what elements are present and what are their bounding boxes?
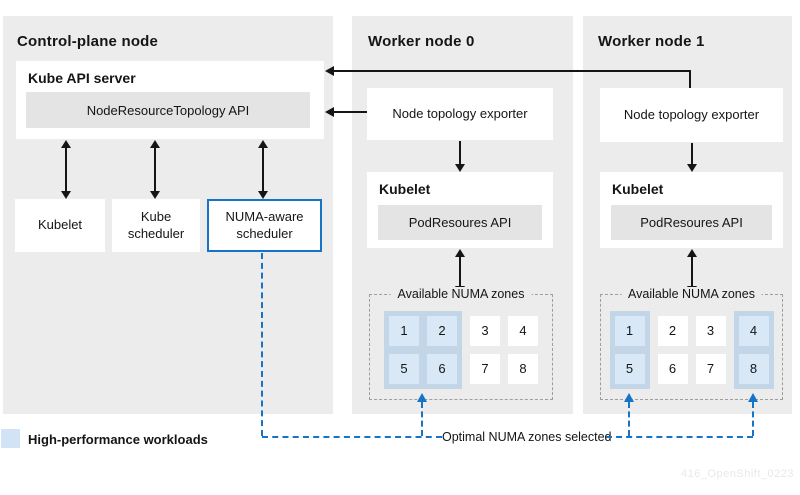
arrowhead-left-icon	[325, 107, 334, 117]
watermark-text: 416_OpenShift_0223	[681, 468, 794, 480]
dashed-line	[421, 402, 423, 436]
node-resource-topology-api-box: NodeResourceTopology API	[26, 92, 310, 128]
connector-line	[689, 71, 691, 88]
dashed-line	[628, 402, 630, 436]
worker0-podresources-label: PodResoures API	[408, 215, 512, 230]
worker1-selected-zone-group-left: 1 5	[609, 310, 650, 389]
kube-scheduler-box: Kube scheduler	[112, 199, 200, 252]
legend-swatch	[1, 429, 20, 448]
worker1-podresources-label: PodResoures API	[640, 215, 743, 230]
worker0-kubelet-box: Kubelet PodResoures API	[367, 172, 553, 248]
control-kubelet-box: Kubelet	[15, 199, 105, 252]
numa-aware-scheduler-box: NUMA-aware scheduler	[207, 199, 322, 252]
worker0-exporter-label: Node topology exporter	[392, 105, 528, 121]
numa-zone-cell: 3	[695, 315, 726, 346]
numa-zone-cell: 7	[695, 353, 726, 384]
arrowhead-left-icon	[325, 66, 334, 76]
arrowhead-up-icon	[417, 393, 427, 402]
worker0-title: Worker node 0	[368, 33, 475, 50]
control-plane-title: Control-plane node	[17, 33, 159, 50]
legend-label: High-performance workloads	[28, 432, 208, 447]
worker0-numa-zones-title: Available NUMA zones	[390, 287, 532, 301]
numa-zone-cell: 8	[508, 353, 538, 384]
arrow-shaft	[65, 147, 67, 192]
worker0-numa-zones-box: Available NUMA zones 1 2 5 6 3 4 7 8	[369, 287, 553, 400]
numa-zone-cell: 4	[508, 315, 538, 346]
arrowhead-up-icon	[624, 393, 634, 402]
numa-zone-cell: 1	[389, 315, 419, 346]
worker1-exporter-box: Node topology exporter	[600, 88, 783, 142]
arrowhead-up-icon	[748, 393, 758, 402]
arrow-apiserver-kubelet	[61, 140, 71, 199]
connector-line	[334, 70, 691, 72]
numa-zone-cell: 3	[470, 315, 500, 346]
kube-api-server-heading: Kube API server	[28, 70, 136, 86]
worker1-numa-zones-title: Available NUMA zones	[621, 287, 762, 301]
numa-zone-cell: 2	[657, 315, 688, 346]
numa-zone-cell: 5	[614, 353, 645, 384]
arrow-shaft	[154, 147, 156, 192]
dashed-line	[262, 436, 442, 438]
worker0-numa-zones-grid: 1 2 5 6 3 4 7 8	[370, 295, 552, 399]
arrow-shaft	[691, 256, 693, 287]
worker1-selected-zone-group-right: 4 8	[733, 310, 774, 389]
numa-zone-cell: 2	[427, 315, 457, 346]
arrow-apiserver-scheduler	[150, 140, 160, 199]
numa-zone-cell: 8	[738, 353, 769, 384]
arrow-shaft	[459, 256, 461, 287]
arrow-shaft	[459, 141, 461, 165]
numa-zone-cell: 7	[470, 353, 500, 384]
worker0-exporter-box: Node topology exporter	[367, 88, 553, 140]
worker1-numa-zones-box: Available NUMA zones 1 5 2 3 6 7 4 8	[600, 287, 783, 400]
numa-zone-cell: 5	[389, 353, 419, 384]
worker0-selected-zone-group: 1 2 5 6	[384, 310, 462, 389]
optimal-zones-label: Optimal NUMA zones selected	[442, 430, 612, 444]
arrow-worker0-exporter-kubelet	[455, 141, 465, 172]
numa-zone-cell: 1	[614, 315, 645, 346]
dashed-line	[261, 253, 263, 436]
numa-zone-cell: 4	[738, 315, 769, 346]
dashed-line	[752, 402, 754, 436]
numa-aware-scheduler-label: NUMA-aware scheduler	[225, 209, 304, 241]
arrow-apiserver-numa-scheduler	[258, 140, 268, 199]
control-kubelet-label: Kubelet	[37, 217, 83, 233]
worker1-kubelet-box: Kubelet PodResoures API	[600, 172, 783, 248]
worker1-exporter-label: Node topology exporter	[623, 106, 760, 122]
worker0-zone-group: 3 4 7 8	[470, 315, 538, 384]
arrow-shaft	[691, 143, 693, 165]
numa-zone-cell: 6	[427, 353, 457, 384]
kube-api-server-box: Kube API server NodeResourceTopology API	[16, 61, 324, 139]
worker0-podresources-box: PodResoures API	[378, 205, 542, 240]
kube-scheduler-label: Kube scheduler	[127, 209, 185, 241]
numa-zone-cell: 6	[657, 353, 688, 384]
arrow-shaft	[262, 147, 264, 192]
node-resource-topology-api-label: NodeResourceTopology API	[86, 102, 250, 118]
connector-line	[334, 111, 367, 113]
worker0-kubelet-heading: Kubelet	[379, 181, 431, 197]
dashed-line	[606, 436, 753, 438]
arrow-worker1-exporter-kubelet	[687, 143, 697, 172]
worker1-zone-group: 2 3 6 7	[657, 315, 726, 384]
worker1-podresources-box: PodResoures API	[611, 205, 772, 240]
worker1-title: Worker node 1	[598, 33, 705, 50]
worker1-kubelet-heading: Kubelet	[612, 181, 664, 197]
worker1-numa-zones-grid: 1 5 2 3 6 7 4 8	[601, 295, 782, 399]
